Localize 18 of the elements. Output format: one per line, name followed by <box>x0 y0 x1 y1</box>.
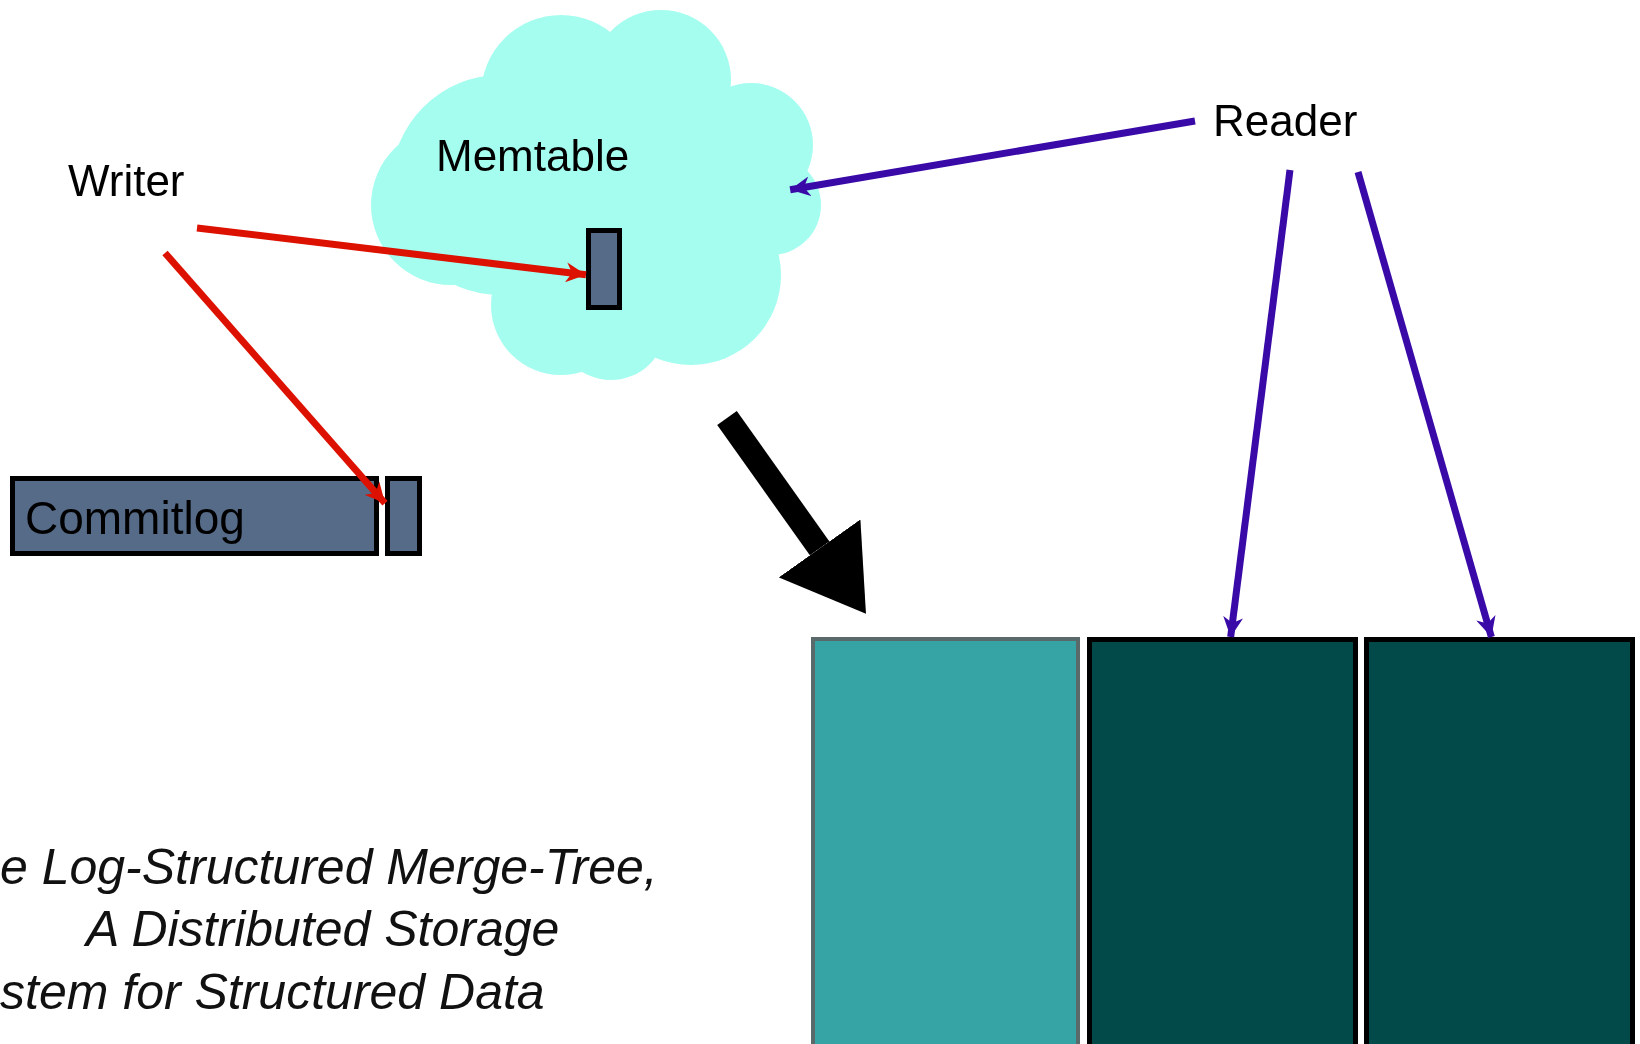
arrow <box>196 224 587 283</box>
memtable-entry-box <box>586 228 622 310</box>
citation-text: stem for Structured Data <box>0 963 545 1021</box>
arrow <box>789 117 1196 197</box>
memtable-label: Memtable <box>436 131 630 181</box>
sstable-box <box>1087 637 1358 1044</box>
arrow <box>1223 169 1294 638</box>
writer-label: Writer <box>68 156 185 206</box>
sstable-box <box>811 637 1080 1044</box>
commitlog-box <box>10 476 379 556</box>
arrow <box>1354 171 1496 638</box>
commitlog-entry-box <box>385 476 422 556</box>
flush-arrow <box>717 411 866 614</box>
commitlog-label: Commitlog <box>25 491 245 545</box>
sstable-box <box>1364 637 1635 1044</box>
arrow <box>162 250 388 506</box>
reader-label: Reader <box>1213 96 1358 146</box>
citation-text: e Log-Structured Merge-Tree, <box>0 838 658 896</box>
